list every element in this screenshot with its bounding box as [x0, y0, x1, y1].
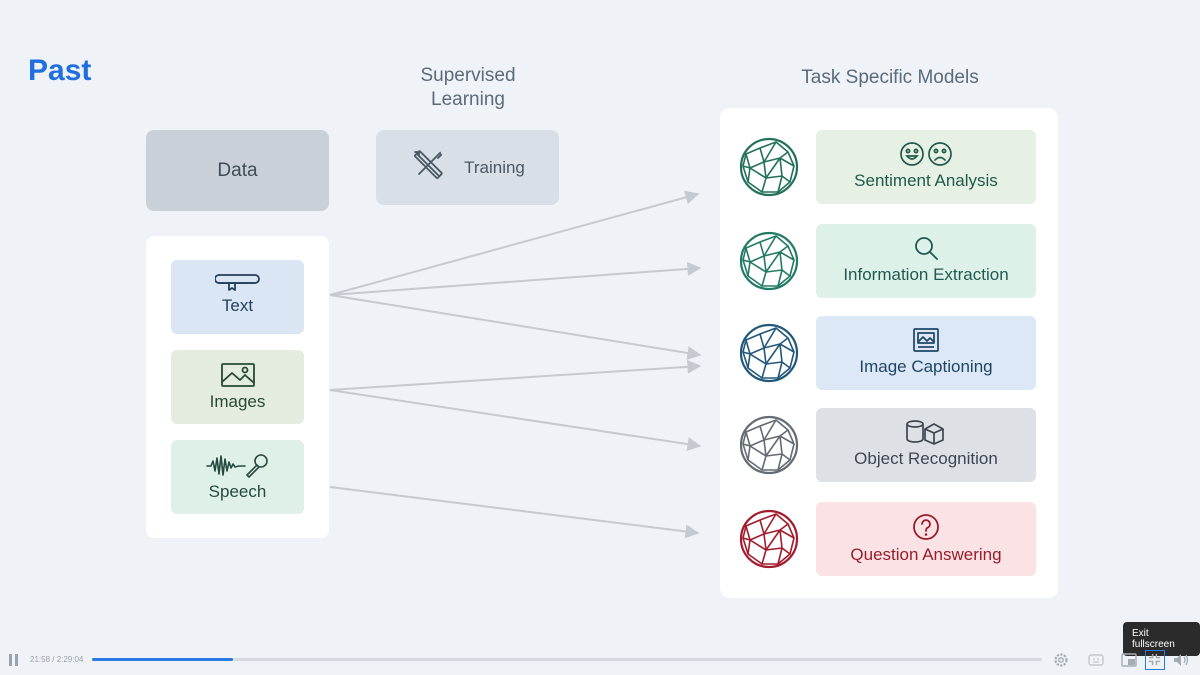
exit-fullscreen-button[interactable] [1145, 650, 1165, 670]
training-box: Training [376, 130, 559, 205]
settings-button[interactable] [1052, 651, 1070, 669]
neural-globe-icon [739, 137, 799, 197]
book-icon [171, 272, 304, 292]
task-row-sentiment: Sentiment Analysis [720, 130, 1058, 204]
task-card-sentiment-analysis: Sentiment Analysis [816, 130, 1036, 204]
arrow-speech-to-question [329, 486, 700, 539]
slide-title: Past [28, 54, 92, 87]
task-label-sentiment: Sentiment Analysis [854, 171, 998, 190]
speaker-icon [1174, 654, 1189, 666]
input-card-speech: Speech [171, 440, 304, 514]
picture-in-picture-icon [1121, 653, 1137, 667]
microphone-waveform-icon [171, 452, 304, 478]
progress-fill [92, 658, 233, 661]
image-icon [171, 362, 304, 388]
progress-bar[interactable] [92, 658, 1042, 661]
gear-icon [1054, 653, 1068, 667]
data-box: Data [146, 130, 329, 211]
task-row-information: Information Extraction [720, 224, 1058, 298]
pause-button[interactable] [8, 654, 20, 666]
picture-frame-icon [816, 327, 1036, 353]
input-card-images: Images [171, 350, 304, 424]
neural-globe-icon [739, 323, 799, 383]
task-row-object: Object Recognition [720, 408, 1058, 482]
captions-icon [1088, 654, 1104, 666]
arrow-images-to-object [329, 389, 702, 452]
training-label: Training [464, 157, 525, 177]
ruler-pencil-icon [410, 147, 446, 188]
question-mark-icon [816, 513, 1036, 541]
neural-globe-icon [739, 415, 799, 475]
input-label-speech: Speech [208, 482, 267, 501]
input-label-text: Text [221, 296, 254, 315]
data-label: Data [217, 159, 258, 181]
task-label-captioning: Image Captioning [859, 357, 993, 376]
task-row-captioning: Image Captioning [720, 316, 1058, 390]
arrow-images-to-captioning [329, 359, 702, 391]
task-row-question: Question Answering [720, 502, 1058, 576]
neural-globe-icon [739, 509, 799, 569]
arrow-text-to-captioning [329, 294, 702, 360]
task-card-question-answering: Question Answering [816, 502, 1036, 576]
arrow-text-to-information [329, 261, 702, 296]
task-card-information-extraction: Information Extraction [816, 224, 1036, 298]
task-label-object: Object Recognition [854, 449, 998, 468]
exit-fullscreen-tooltip: Exit fullscreen [1123, 622, 1200, 656]
captions-button[interactable] [1087, 651, 1105, 669]
exit-fullscreen-icon [1148, 653, 1161, 666]
inputs-panel: Text Images Speech [146, 236, 329, 538]
task-label-information: Information Extraction [843, 265, 1009, 284]
task-specific-models-header: Task Specific Models [801, 67, 979, 88]
time-display: 21:58 / 2:29:04 [30, 655, 84, 664]
emoji-faces-icon [816, 141, 1036, 167]
neural-globe-icon [739, 231, 799, 291]
task-card-object-recognition: Object Recognition [816, 408, 1036, 482]
input-card-text: Text [171, 260, 304, 334]
supervised-learning-header: Supervised Learning [420, 65, 516, 110]
magnifier-icon [816, 235, 1036, 261]
volume-button[interactable] [1172, 651, 1190, 669]
cubes-icon [816, 419, 1036, 445]
picture-in-picture-button[interactable] [1120, 651, 1138, 669]
task-card-image-captioning: Image Captioning [816, 316, 1036, 390]
arrow-text-to-sentiment [329, 190, 700, 296]
task-label-question: Question Answering [850, 545, 1002, 564]
input-label-images: Images [209, 392, 266, 411]
models-panel: Sentiment Analysis Information Extractio… [720, 108, 1058, 598]
